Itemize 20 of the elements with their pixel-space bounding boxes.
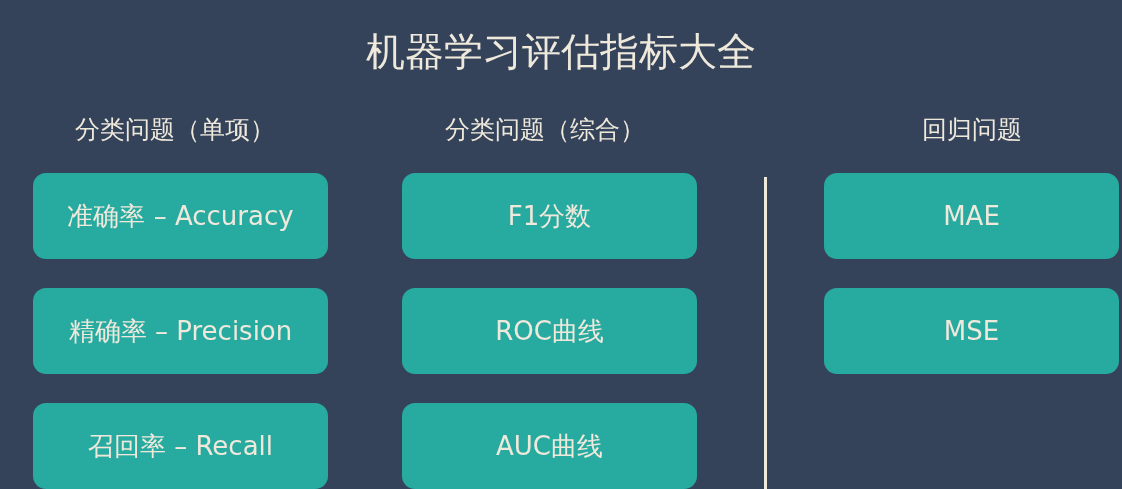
metric-label: F1分数 [507, 200, 592, 233]
metric-label: AUC曲线 [496, 430, 603, 463]
metric-label: MSE [943, 315, 1000, 348]
metric-box [824, 288, 1119, 374]
metric-label: ROC曲线 [495, 315, 604, 348]
title: 机器学习评估指标大全 [366, 28, 756, 76]
metric-box [33, 288, 328, 374]
metric-label: 精确率 – Precision [68, 315, 293, 348]
column-heading: 回归问题 [922, 114, 1022, 146]
metric-label: MAE [943, 200, 1000, 233]
metric-label: 召回率 – Recall [87, 430, 274, 463]
metric-label: 准确率 – Accuracy [67, 200, 294, 233]
metric-box [33, 173, 328, 259]
metric-box [824, 173, 1119, 259]
column-heading: 分类问题（单项） [75, 114, 275, 146]
metric-box [402, 288, 697, 374]
metric-box [33, 403, 328, 489]
metric-box [402, 403, 697, 489]
metric-box [402, 173, 697, 259]
column-heading: 分类问题（综合） [445, 114, 645, 146]
